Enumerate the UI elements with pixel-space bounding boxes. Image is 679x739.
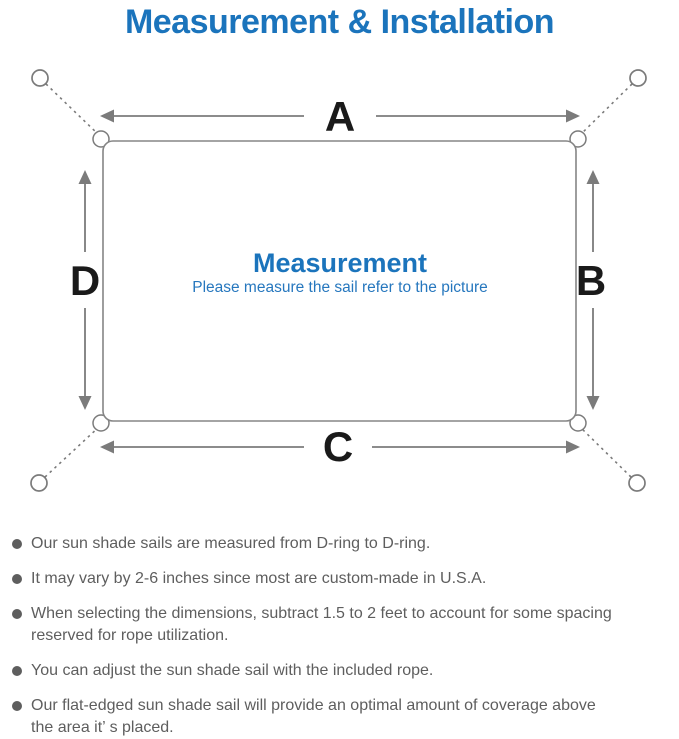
bullet-icon: [12, 539, 22, 549]
diagram-center-title: Measurement: [253, 248, 427, 278]
note-text: It may vary by 2-6 inches since most are…: [31, 570, 487, 587]
rope-line-bottom-right: [578, 425, 632, 478]
measurement-diagram: A B C D Measurement Please measure the s…: [30, 69, 647, 492]
d-ring-icon-bottom-right: [569, 414, 587, 432]
list-item: Our sun shade sails are measured from D-…: [12, 533, 677, 555]
anchor-ring-icon-top-right: [629, 69, 647, 87]
note-text: You can adjust the sun shade sail with t…: [31, 662, 434, 679]
d-ring-icon-bottom-left: [92, 414, 110, 432]
list-item: You can adjust the sun shade sail with t…: [12, 660, 677, 682]
list-item: Our flat-edged sun shade sail will provi…: [12, 695, 677, 739]
note-text: Our sun shade sails are measured from D-…: [31, 535, 431, 552]
rope-line-top-left: [45, 83, 101, 137]
anchor-ring-icon-top-left: [31, 69, 49, 87]
dimension-label-c: C: [323, 423, 353, 470]
note-text: When selecting the dimensions, subtract …: [31, 605, 612, 644]
d-ring-icon-top-right: [569, 130, 587, 148]
bullet-icon: [12, 666, 22, 676]
dimension-label-d: D: [70, 257, 100, 304]
diagram-center-subtitle: Please measure the sail refer to the pic…: [192, 279, 488, 296]
list-item: It may vary by 2-6 inches since most are…: [12, 568, 677, 590]
rope-line-bottom-left: [44, 425, 101, 478]
rope-line-top-right: [578, 83, 633, 137]
anchor-ring-icon-bottom-right: [628, 474, 646, 492]
d-ring-icon-top-left: [92, 130, 110, 148]
page-title: Measurement & Installation: [124, 3, 555, 41]
anchor-ring-icon-bottom-left: [30, 474, 48, 492]
bullet-icon: [12, 574, 22, 584]
list-item: When selecting the dimensions, subtract …: [12, 603, 677, 647]
sail-outline: [102, 140, 577, 422]
bullet-icon: [12, 609, 22, 619]
bullet-icon: [12, 701, 22, 711]
notes-list: Our sun shade sails are measured from D-…: [12, 533, 677, 739]
note-text: Our flat-edged sun shade sail will provi…: [31, 697, 596, 736]
dimension-label-a: A: [325, 93, 355, 140]
dimension-label-b: B: [576, 257, 606, 304]
